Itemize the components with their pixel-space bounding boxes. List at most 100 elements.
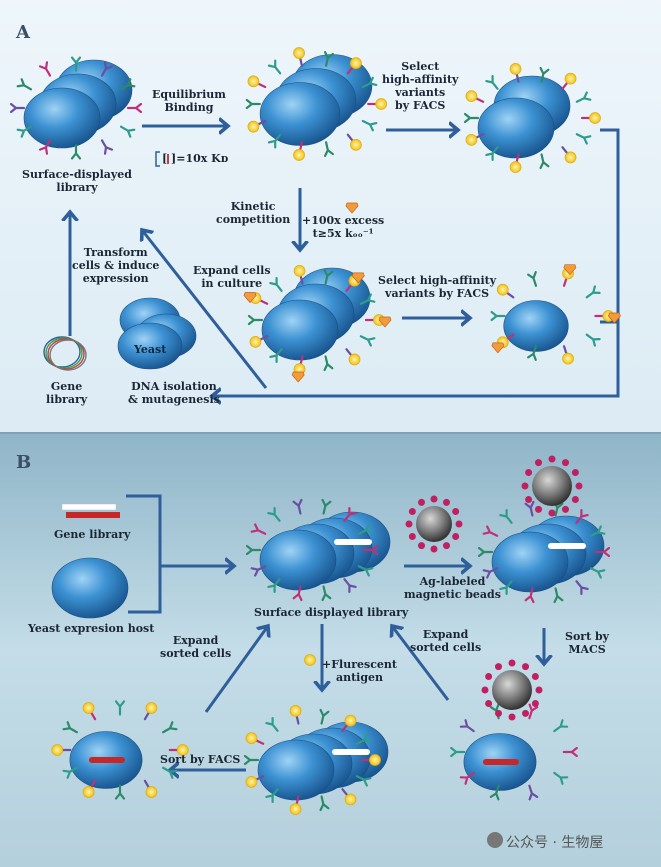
competitor-icon [378,316,392,328]
surface-displayed-library-label-b: Surface displayed library [254,606,409,619]
antigen-icon [344,714,357,727]
antibody-icon [267,133,282,149]
antibody-icon [70,144,82,160]
arrow-expand [142,230,268,389]
sort-facs-label: Sort by FACS [160,753,241,766]
antibody-icon [265,788,279,803]
competitor-icon [563,264,577,276]
antibody-icon [114,784,126,800]
antigen-icon [247,75,260,88]
antigen-icon [247,120,260,133]
antibody-icon [292,498,303,515]
antibody-icon [321,498,332,515]
yeast-group [117,297,197,370]
antibody-icon [539,153,550,170]
yeast-cell [503,300,569,352]
antibody-icon [359,335,376,347]
antigen-icon [375,98,388,110]
antibody-icon [585,285,601,299]
watermark: 公众号 · 生物屋 [506,835,604,851]
yeast-host-label: Yeast expresion host [28,622,155,635]
antibody-icon [16,78,33,91]
antibody-icon [553,771,569,785]
cell-cluster [463,62,601,174]
cell-cluster [450,703,578,801]
yeast-cell [51,557,129,619]
antibody-icon [355,775,372,787]
antibody-icon [490,310,506,322]
competitor-icon [345,202,359,214]
bracket-path-b [126,494,162,614]
antigen-icon [465,133,478,146]
magnetic-bead-icon [521,455,583,517]
antibody-icon [162,766,178,779]
antibody-icon [527,345,538,361]
arrow-expand-right [392,626,450,701]
antibody-icon [528,703,539,720]
antibody-icon [245,98,261,110]
antibody-icon [528,784,539,801]
antibody-icon [267,59,282,75]
antibody-icon [524,500,535,517]
panel-b-letter: B [16,452,32,473]
antibody-icon [250,565,267,577]
gene-bar [88,757,125,763]
antibody-icon [459,771,475,785]
gene-library-label-b: Gene library [54,528,131,541]
plasmid-library-icon [43,336,87,371]
loop-path-a [212,128,620,396]
antibody-icon [553,587,564,604]
antibody-icon [250,523,267,535]
antigen-icon [349,138,362,151]
cell-cluster [243,264,392,383]
competitor-icon [291,371,305,383]
antibody-icon [265,717,279,732]
antigen-icon [564,151,577,164]
wechat-icon [487,832,503,848]
antibody-icon [162,721,178,734]
yeast-cell [259,529,337,591]
antigen-icon [145,786,158,798]
antibody-icon [119,125,136,138]
cell-cluster [245,47,388,161]
yeast-label: Yeast [134,343,167,356]
yeast-cell [117,322,183,370]
antibody-icon [243,754,260,766]
yeast-cell [261,299,339,361]
antibody-icon [589,567,606,579]
antigen-icon [348,353,361,366]
antibody-icon [585,333,601,347]
antibody-icon [357,565,374,577]
antibody-icon [319,795,330,812]
cell-cluster [243,704,389,816]
antibody-icon [524,587,535,604]
antibody-icon [323,355,334,372]
antibody-icon [362,544,379,556]
gene-bar [334,539,372,545]
antibody-icon [119,78,136,91]
antibody-icon [361,119,378,132]
antigen-icon [145,702,158,714]
competitor-icon [351,272,365,284]
antibody-icon [245,544,262,556]
antibody-icon [562,746,578,758]
bracket-icon [155,151,160,167]
antibody-icon [323,51,334,67]
antibody-icon [62,766,78,779]
antibody-icon [477,546,494,558]
antigen-icon [564,72,577,85]
antigen-icon [293,264,306,277]
cell-cluster [245,498,391,602]
antibody-icon [589,525,606,537]
antibody-icon [482,525,499,537]
antibody-icon [575,133,592,145]
antibody-icon [321,585,332,602]
cell-cluster [490,264,621,365]
